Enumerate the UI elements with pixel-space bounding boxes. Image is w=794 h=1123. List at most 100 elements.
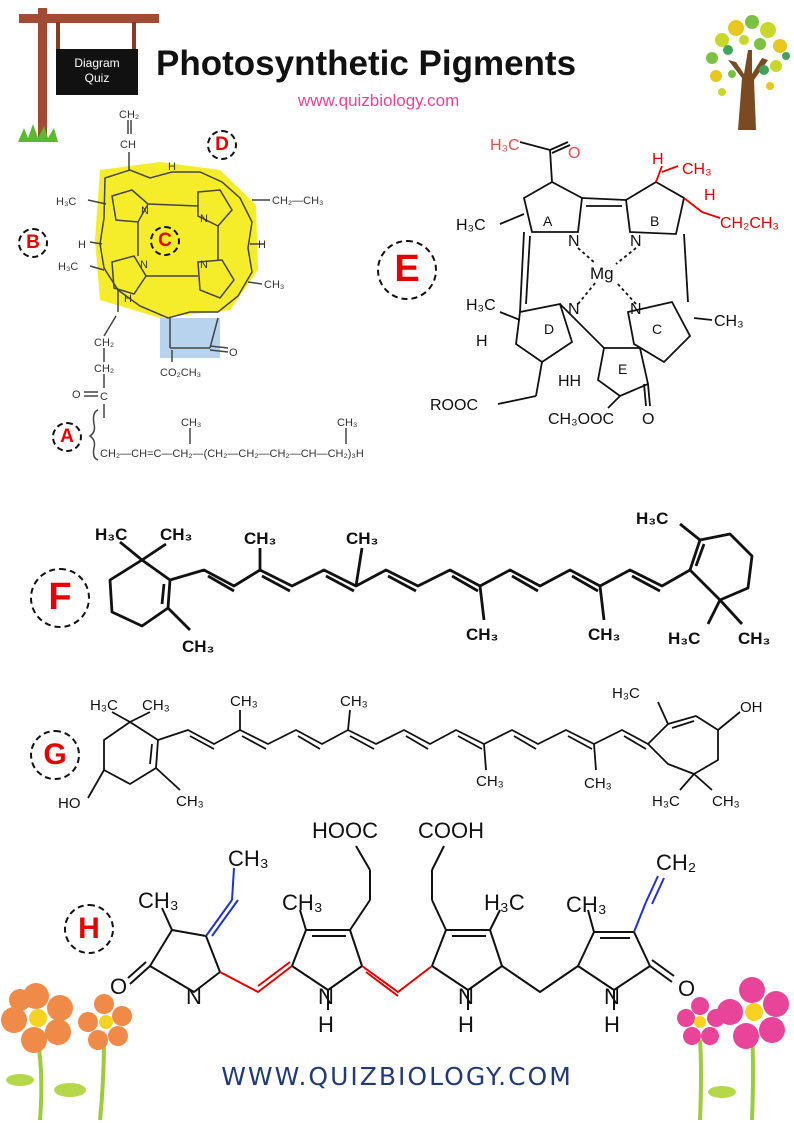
zea-ch3-1: CH₃ <box>142 697 170 714</box>
bchl-h3c-a: H₃C <box>456 217 486 234</box>
bchl-n3: N <box>568 301 580 318</box>
signpost-icon <box>18 8 159 142</box>
chl-n4: N <box>200 259 208 271</box>
bchl-ring-e: E <box>618 361 627 377</box>
bchl-h-d: H <box>476 333 488 350</box>
phy-hooc: HOOC <box>312 818 378 843</box>
zea-ch3-2: CH₃ <box>230 693 258 710</box>
bchl-o-e: O <box>642 411 654 428</box>
phy-cooh: COOH <box>418 818 484 843</box>
zea-ch3-6: CH₃ <box>176 793 204 810</box>
page-title: Photosynthetic Pigments <box>156 44 577 83</box>
bcar-ch3-2: CH₃ <box>244 529 276 548</box>
sign-line1: Diagram <box>74 56 120 70</box>
phy-nh3-h: H <box>604 1012 620 1037</box>
chl-h-right: H <box>258 239 266 251</box>
bchl-ring-c: C <box>652 321 662 337</box>
diagram-quiz-sign: Diagram Quiz <box>56 49 138 95</box>
chl-ch3-right: CH₃ <box>264 279 284 291</box>
phycobilin-structure: HOOC COOH CH₃ CH₂ CH₃ CH₃ H₃C CH₃ O N N … <box>110 818 696 1037</box>
phy-n-left: N <box>186 984 202 1009</box>
bcar-h3c-1: H₃C <box>95 525 127 544</box>
phy-o-left: O <box>110 974 127 999</box>
label-e: E <box>377 240 437 300</box>
bchl-o-acetyl: O <box>568 145 580 162</box>
chl-vinyl-ch: CH <box>120 139 136 151</box>
bacteriochlorophyll-structure: H₃C O H₃C A B C D E Mg N N N N H CH₃ H C… <box>430 137 779 428</box>
zeaxanthin-structure: H₃C CH₃ CH₃ CH₃ CH₃ CH₃ H₃C OH HO CH₃ H₃… <box>58 685 763 812</box>
label-c: C <box>150 226 180 256</box>
bchl-n4: N <box>630 301 642 318</box>
chl-n1: N <box>141 205 149 217</box>
bchl-ring-b: B <box>650 213 659 229</box>
phy-o-right: O <box>678 976 695 1001</box>
bchl-mg: Mg <box>590 264 614 283</box>
chl-o-ester: O <box>72 389 81 401</box>
bcar-ch3-3: CH₃ <box>346 529 378 548</box>
bcar-h3c-3: H₃C <box>668 629 700 648</box>
chl-phytyl-chain: CH₂—CH=C—CH₂—(CH₂—CH₂—CH₂—CH—CH₂)₃H <box>100 448 364 460</box>
tree-icon <box>706 15 790 130</box>
bcar-ch3-7: CH₃ <box>738 629 770 648</box>
beta-carotene-structure: H₃C CH₃ CH₃ CH₃ CH₃ CH₃ CH₃ H₃C H₃C CH₃ <box>95 509 770 656</box>
phy-ch3-2: CH₃ <box>282 890 323 915</box>
bcar-h3c-2: H₃C <box>636 509 668 528</box>
flowers-left-icon <box>1 983 132 1121</box>
bcar-ch3-4: CH₃ <box>466 625 498 644</box>
phy-nh1-n: N <box>318 984 334 1009</box>
phy-ch3-1: CH₃ <box>138 888 179 913</box>
chl-n3: N <box>140 259 148 271</box>
bchl-h-b1: H <box>652 151 664 168</box>
page-subtitle: www.quizbiology.com <box>298 91 460 110</box>
chl-ethyl: CH₂—CH₃ <box>272 195 324 207</box>
phy-h3c: H₃C <box>484 890 525 915</box>
bcar-ch3-5: CH₃ <box>588 625 620 644</box>
phy-ch2-vinyl: CH₂ <box>656 850 696 875</box>
sign-line2: Quiz <box>84 71 110 85</box>
chl-h-left: H <box>78 239 86 251</box>
flowers-right-icon <box>677 977 789 1121</box>
zea-ho-left: HO <box>58 795 81 812</box>
chl-ch2-b: CH₂ <box>94 363 114 375</box>
bcar-ch3-1: CH₃ <box>160 525 192 544</box>
label-f: F <box>30 568 90 628</box>
bchl-h-b2: H <box>704 187 716 204</box>
chl-phytyl-ch3-1: CH₃ <box>181 417 201 429</box>
label-a: A <box>52 422 82 452</box>
chl-phytyl-ch3-2: CH₃ <box>337 417 357 429</box>
label-g: G <box>30 730 80 780</box>
phy-nh1-h: H <box>318 1012 334 1037</box>
bchl-ring-a: A <box>543 213 553 229</box>
zea-ch3-5: CH₃ <box>584 775 612 792</box>
phy-ch3-3: CH₃ <box>566 892 607 917</box>
bchl-n2: N <box>630 233 642 250</box>
bchl-h3c-d: H₃C <box>466 297 496 314</box>
zea-h3c-3: H₃C <box>652 793 680 810</box>
chl-h-top: H <box>168 161 176 173</box>
zea-oh-right: OH <box>740 699 763 716</box>
chl-h-mid: H <box>124 293 132 305</box>
bchl-n1: N <box>568 233 580 250</box>
phy-nh2-h: H <box>458 1012 474 1037</box>
chl-n2: N <box>200 213 208 225</box>
bchl-hh: HH <box>558 373 581 390</box>
bcar-ch3-6: CH₃ <box>182 637 214 656</box>
zea-h3c-2: H₃C <box>612 685 640 702</box>
label-d: D <box>207 130 237 160</box>
chl-ch2-a: CH₂ <box>94 337 114 349</box>
chl-c-ester: C <box>100 391 108 403</box>
bchl-ethyl: CH₂CH₃ <box>720 215 779 232</box>
chl-h3c-left: H₃C <box>56 196 76 208</box>
label-h: H <box>64 904 114 954</box>
phy-nh3-n: N <box>604 984 620 1009</box>
chl-co2ch3: CO₂CH₃ <box>160 367 201 379</box>
bchl-rooc: ROOC <box>430 397 478 414</box>
zea-ch3-7: CH₃ <box>712 793 740 810</box>
chlorophyll-a-structure: CH₂ CH H H₃C CH₂—CH₃ H H H₃C CH₃ H CH₂ C… <box>56 109 364 461</box>
chl-o-keto: O <box>229 347 238 359</box>
phy-ch3-ethylidene: CH₃ <box>228 846 269 871</box>
chl-h3c-lower: H₃C <box>58 261 78 273</box>
bchl-ch3ooc: CH₃OOC <box>548 411 614 428</box>
phy-nh2-n: N <box>458 984 474 1009</box>
